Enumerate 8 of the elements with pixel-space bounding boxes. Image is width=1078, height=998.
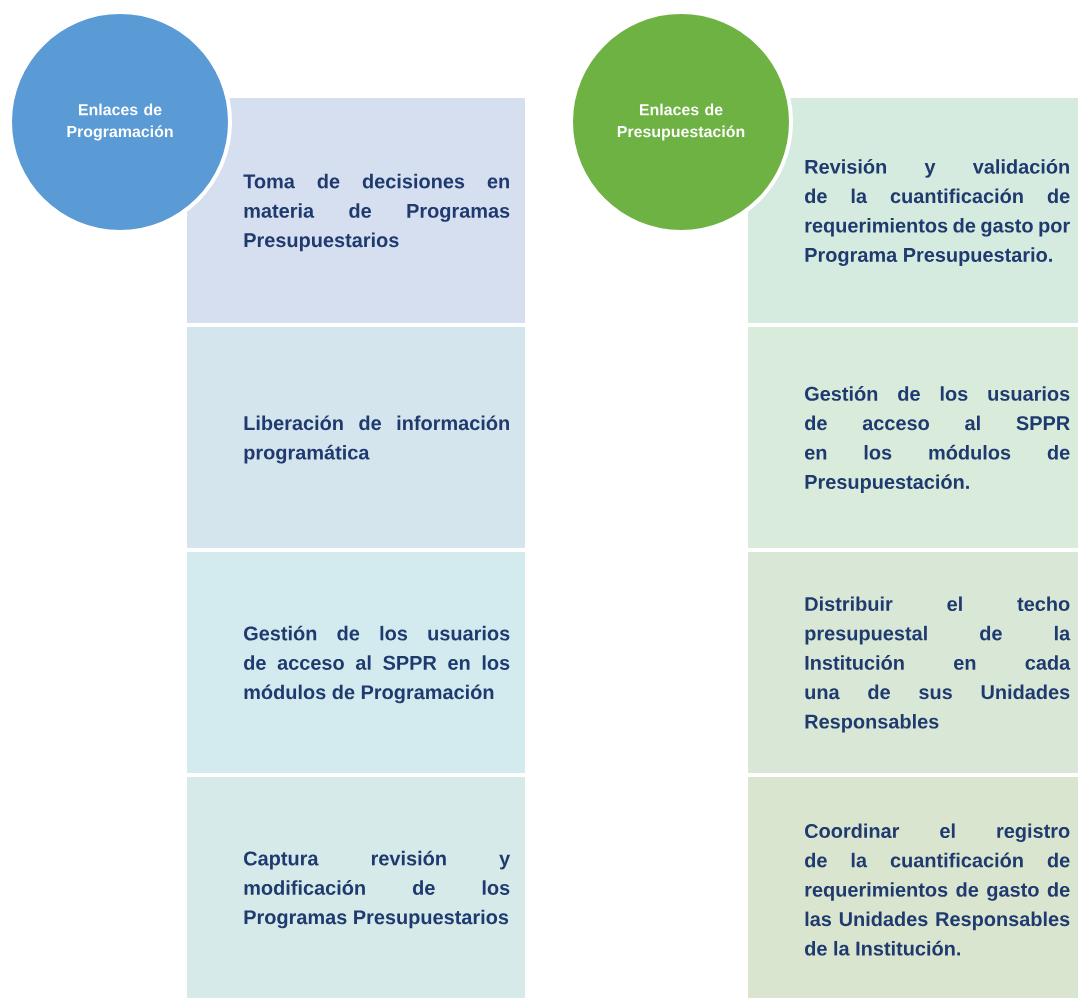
text-box: Revisión y validación de la cuantificación de requerimientos de gasto por Programa Presupuestario. xyxy=(748,98,1078,323)
text-box: Toma de decisiones en materia de Programas Presupuestarios xyxy=(187,98,525,323)
text-box: Captura revisión y modificación de los Programas Presupuestarios xyxy=(187,777,525,998)
text-box: Coordinar el registro de la cuantificación de requerimientos de gasto de las Unidades Responsables de la Institución. xyxy=(748,777,1078,998)
text-box: Liberación de información programática xyxy=(187,327,525,548)
text-box: Gestión de los usuarios de acceso al SPPR en los módulos de Programación xyxy=(187,552,525,773)
text-box: Gestión de los usuarios de acceso al SPPR en los módulos de Presupuestación. xyxy=(748,327,1078,548)
text-box: Distribuir el techo presupuestal de la Institución en cada una de sus Unidades Responsables xyxy=(748,552,1078,773)
